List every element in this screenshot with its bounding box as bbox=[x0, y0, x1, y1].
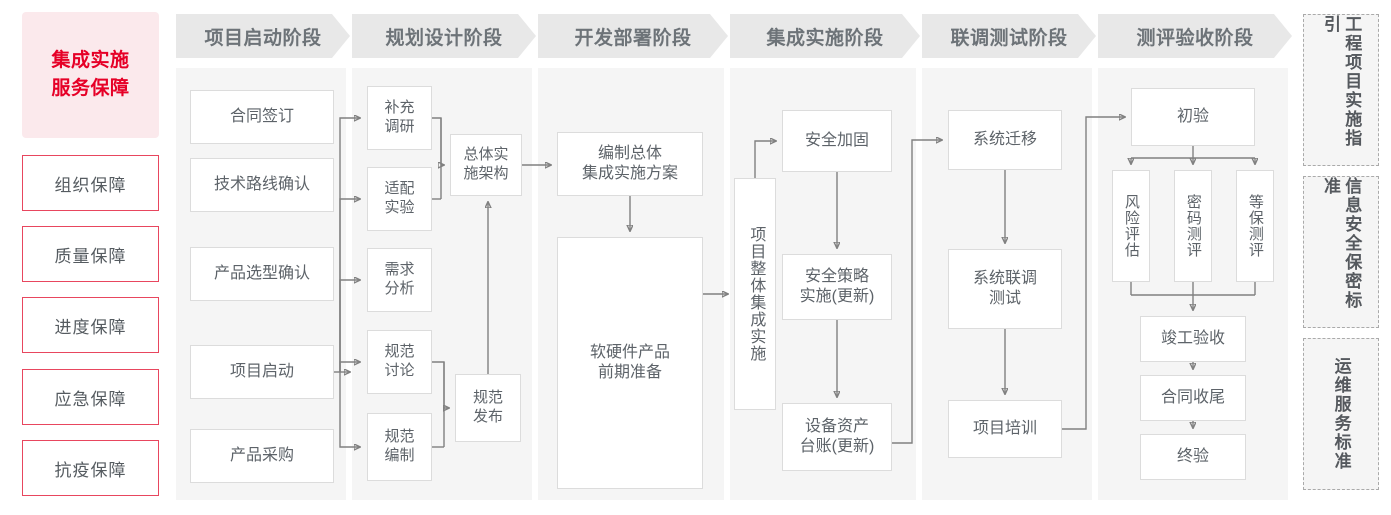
node-label-line2: 测试 bbox=[988, 290, 1021, 307]
phase-header-1[interactable]: 规划设计阶段 bbox=[352, 14, 536, 58]
node-hw-sw-preparation[interactable]: 软硬件产品前期准备 bbox=[557, 237, 703, 489]
node-label-line2: 发布 bbox=[472, 408, 503, 425]
node-system-joint-test[interactable]: 系统联调测试 bbox=[948, 249, 1062, 329]
node-contract-closure[interactable]: 合同收尾 bbox=[1140, 375, 1246, 421]
phase-header-3[interactable]: 集成实施阶段 bbox=[730, 14, 920, 58]
guarantee-item-3[interactable]: 应急保障 bbox=[22, 369, 159, 425]
lead-title-box: 集成实施 服务保障 bbox=[22, 12, 159, 138]
node-label: 竣工验收 bbox=[1160, 330, 1225, 347]
node-label: 合同收尾 bbox=[1160, 389, 1225, 406]
node-tech-route[interactable]: 技术路线确认 bbox=[190, 158, 334, 212]
node-security-hardening[interactable]: 安全加固 bbox=[782, 110, 892, 172]
node-overall-plan-drafting[interactable]: 编制总体集成实施方案 bbox=[557, 132, 703, 196]
phase-header-5[interactable]: 测评验收阶段 bbox=[1098, 14, 1292, 58]
node-spec-drafting[interactable]: 规范编制 bbox=[367, 413, 432, 481]
guarantee-label: 应急保障 bbox=[54, 389, 127, 409]
node-label: 合同签订 bbox=[229, 108, 294, 125]
node-label-line2: 施架构 bbox=[463, 165, 509, 182]
node-label-line2: 分析 bbox=[384, 280, 415, 297]
node-label: 项目启动 bbox=[229, 363, 294, 380]
node-label: 初验 bbox=[1176, 108, 1209, 125]
standard-box-engineering[interactable]: 工程项目实施指引 bbox=[1303, 14, 1379, 166]
node-label-line2: 调研 bbox=[384, 118, 415, 135]
phase-header-4[interactable]: 联调测试阶段 bbox=[922, 14, 1096, 58]
node-risk-assessment[interactable]: 风险评估 bbox=[1112, 170, 1150, 282]
guarantee-item-2[interactable]: 进度保障 bbox=[22, 297, 159, 353]
standard-label: 工程项目实施指引 bbox=[1321, 15, 1362, 148]
phase-header-label: 开发部署阶段 bbox=[574, 27, 692, 49]
node-final-acceptance[interactable]: 终验 bbox=[1140, 434, 1246, 480]
node-label-line2: 编制 bbox=[384, 447, 415, 464]
node-label: 产品选型确认 bbox=[213, 265, 310, 282]
phase-header-label: 测评验收阶段 bbox=[1136, 27, 1254, 49]
node-label-line1: 适配 bbox=[384, 180, 415, 198]
node-label-line2: 讨论 bbox=[384, 362, 415, 379]
node-label-line1: 需求 bbox=[384, 261, 415, 279]
node-security-policy[interactable]: 安全策略实施(更新) bbox=[782, 254, 892, 320]
node-label-line1: 总体实 bbox=[463, 146, 509, 164]
node-label-line2: 前期准备 bbox=[597, 364, 662, 381]
node-label-line1: 系统迁移 bbox=[972, 131, 1037, 148]
node-label-line1: 系统联调 bbox=[972, 270, 1037, 287]
node-label-line1: 安全策略 bbox=[804, 268, 869, 285]
node-adaptation-test[interactable]: 适配实验 bbox=[367, 167, 432, 231]
node-initial-acceptance[interactable]: 初验 bbox=[1131, 88, 1255, 146]
node-label-line1: 设备资产 bbox=[804, 418, 869, 435]
node-contract-signing[interactable]: 合同签订 bbox=[190, 90, 334, 144]
phase-header-label: 联调测试阶段 bbox=[950, 27, 1068, 49]
guarantee-label: 抗疫保障 bbox=[54, 460, 127, 480]
node-label: 风险评估 bbox=[1122, 194, 1140, 258]
node-label-line1: 补充 bbox=[384, 99, 415, 117]
node-completion-acceptance[interactable]: 竣工验收 bbox=[1140, 316, 1246, 362]
guarantee-item-0[interactable]: 组织保障 bbox=[22, 155, 159, 211]
phase-header-0[interactable]: 项目启动阶段 bbox=[176, 14, 350, 58]
node-label-line1: 规范 bbox=[472, 389, 503, 407]
node-label-line2: 集成实施方案 bbox=[581, 165, 678, 182]
guarantee-item-1[interactable]: 质量保障 bbox=[22, 226, 159, 282]
lead-title-line2: 服务保障 bbox=[51, 78, 130, 99]
phase-header-label: 项目启动阶段 bbox=[204, 27, 322, 49]
node-label-line1: 规范 bbox=[384, 428, 415, 446]
node-project-training[interactable]: 项目培训 bbox=[948, 400, 1062, 458]
node-label-line2: 实施(更新) bbox=[799, 288, 875, 305]
node-label: 终验 bbox=[1176, 448, 1209, 465]
node-overall-architecture[interactable]: 总体实施架构 bbox=[450, 134, 522, 196]
guarantee-label: 组织保障 bbox=[54, 175, 127, 195]
node-spec-discussion[interactable]: 规范讨论 bbox=[367, 330, 432, 394]
lead-title-line1: 集成实施 bbox=[51, 50, 130, 72]
phase-header-label: 规划设计阶段 bbox=[385, 27, 503, 49]
node-label-line1: 软硬件产品 bbox=[589, 344, 670, 361]
phase-header-label: 集成实施阶段 bbox=[766, 27, 884, 49]
guarantee-item-4[interactable]: 抗疫保障 bbox=[22, 440, 159, 496]
node-supplementary-research[interactable]: 补充调研 bbox=[367, 86, 432, 150]
node-label: 等保测评 bbox=[1246, 194, 1264, 258]
node-label: 产品采购 bbox=[229, 447, 294, 464]
node-crypto-evaluation[interactable]: 密码测评 bbox=[1174, 170, 1212, 282]
node-label: 技术路线确认 bbox=[213, 176, 310, 193]
node-label: 项目整体集成实施 bbox=[747, 226, 765, 362]
node-label-line2: 实验 bbox=[384, 199, 415, 216]
node-mlps-evaluation[interactable]: 等保测评 bbox=[1236, 170, 1274, 282]
node-system-migration[interactable]: 系统迁移 bbox=[948, 110, 1062, 170]
node-label-line2: 台账(更新) bbox=[799, 438, 875, 455]
phase-header-2[interactable]: 开发部署阶段 bbox=[538, 14, 728, 58]
standard-label: 信息安全保密标准 bbox=[1321, 177, 1362, 310]
node-label-line1: 项目培训 bbox=[972, 420, 1037, 437]
standard-box-security[interactable]: 信息安全保密标准 bbox=[1303, 176, 1379, 328]
node-label: 密码测评 bbox=[1184, 194, 1202, 258]
standard-box-operations[interactable]: 运维服务标准 bbox=[1303, 338, 1379, 490]
node-label-line1: 编制总体 bbox=[597, 145, 662, 162]
node-product-purchase[interactable]: 产品采购 bbox=[190, 429, 334, 483]
node-spec-release[interactable]: 规范发布 bbox=[455, 374, 521, 442]
node-product-selection[interactable]: 产品选型确认 bbox=[190, 247, 334, 301]
node-project-kickoff[interactable]: 项目启动 bbox=[190, 345, 334, 399]
guarantee-label: 质量保障 bbox=[54, 246, 127, 266]
node-label-line1: 规范 bbox=[384, 343, 415, 361]
node-asset-ledger[interactable]: 设备资产台账(更新) bbox=[782, 403, 892, 471]
guarantee-label: 进度保障 bbox=[54, 317, 127, 337]
node-label-line1: 安全加固 bbox=[804, 132, 869, 149]
node-overall-integration[interactable]: 项目整体集成实施 bbox=[734, 178, 776, 410]
node-requirement-analysis[interactable]: 需求分析 bbox=[367, 248, 432, 312]
standard-label: 运维服务标准 bbox=[1331, 357, 1351, 471]
